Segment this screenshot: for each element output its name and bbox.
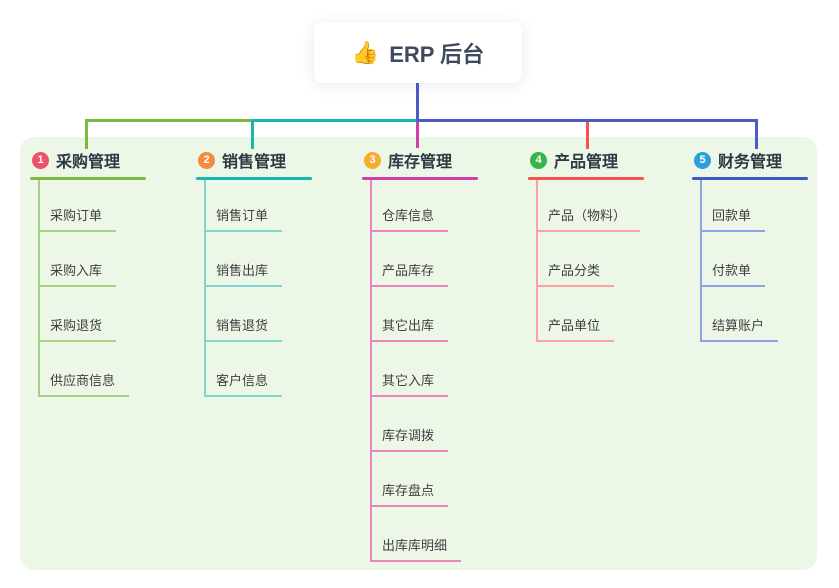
- node-item[interactable]: 其它入库: [370, 370, 449, 397]
- branch-product-title-row[interactable]: 4 产品管理: [530, 150, 619, 171]
- branch-inventory-trunk-line: [370, 180, 372, 561]
- branch-finance-title: 财务管理: [718, 154, 783, 171]
- node-item[interactable]: 仓库信息: [370, 205, 449, 232]
- branch-purchase-title-row[interactable]: 1 采购管理: [32, 150, 121, 171]
- badge-4-icon: 4: [530, 151, 547, 169]
- node-item[interactable]: 客户信息: [204, 370, 283, 397]
- connector-drop-finance: [755, 119, 758, 149]
- node-item[interactable]: 回款单: [700, 205, 766, 232]
- node-item[interactable]: 结算账户: [700, 315, 779, 342]
- branch-product-trunk-line: [536, 180, 538, 341]
- branch-sales-underline: [196, 177, 312, 180]
- badge-2-icon: 2: [198, 151, 215, 169]
- branch-purchase-trunk-line: [38, 180, 40, 396]
- node-item[interactable]: 采购退货: [38, 315, 117, 342]
- node-item[interactable]: 产品分类: [536, 260, 615, 287]
- connector-horizontal-teal: [251, 119, 417, 122]
- badge-5-icon: 5: [694, 151, 711, 169]
- connector-root-drop: [416, 83, 419, 122]
- node-item[interactable]: 采购订单: [38, 205, 117, 232]
- node-item[interactable]: 其它出库: [370, 315, 449, 342]
- branch-purchase-title: 采购管理: [56, 154, 121, 171]
- node-item[interactable]: 付款单: [700, 260, 766, 287]
- background-panel: [20, 137, 817, 570]
- node-item[interactable]: 销售退货: [204, 315, 283, 342]
- connector-horizontal-indigo: [416, 119, 758, 122]
- connector-drop-inventory: [416, 122, 419, 148]
- branch-inventory-underline: [362, 177, 478, 180]
- branch-sales-trunk-line: [204, 180, 206, 396]
- branch-sales-title-row[interactable]: 2 销售管理: [198, 150, 287, 171]
- branch-product-title: 产品管理: [554, 154, 619, 171]
- node-item[interactable]: 出库库明细: [370, 535, 462, 562]
- node-item[interactable]: 库存盘点: [370, 480, 449, 507]
- branch-inventory-title: 库存管理: [388, 154, 453, 171]
- branch-sales-title: 销售管理: [222, 154, 287, 171]
- node-item[interactable]: 产品库存: [370, 260, 449, 287]
- node-item[interactable]: 产品单位: [536, 315, 615, 342]
- node-item[interactable]: 销售出库: [204, 260, 283, 287]
- branch-inventory-title-row[interactable]: 3 库存管理: [364, 150, 453, 171]
- connector-drop-product: [586, 122, 589, 149]
- connector-drop-sales: [251, 119, 254, 149]
- branch-purchase-underline: [30, 177, 146, 180]
- node-item[interactable]: 产品（物料）: [536, 205, 641, 232]
- branch-finance-underline: [692, 177, 808, 180]
- node-item[interactable]: 销售订单: [204, 205, 283, 232]
- node-item[interactable]: 库存调拨: [370, 425, 449, 452]
- thumbs-up-icon: 👍: [351, 39, 380, 65]
- root-node-label: ERP 后台: [389, 41, 485, 67]
- branch-finance-title-row[interactable]: 5 财务管理: [694, 150, 783, 171]
- connector-drop-purchase: [85, 119, 88, 149]
- connector-horizontal-green: [85, 119, 253, 122]
- badge-1-icon: 1: [32, 151, 49, 169]
- root-node[interactable]: 👍 ERP 后台: [314, 22, 522, 83]
- node-item[interactable]: 供应商信息: [38, 370, 130, 397]
- branch-product-underline: [528, 177, 644, 180]
- node-item[interactable]: 采购入库: [38, 260, 117, 287]
- badge-3-icon: 3: [364, 151, 381, 169]
- branch-finance-trunk-line: [700, 180, 702, 341]
